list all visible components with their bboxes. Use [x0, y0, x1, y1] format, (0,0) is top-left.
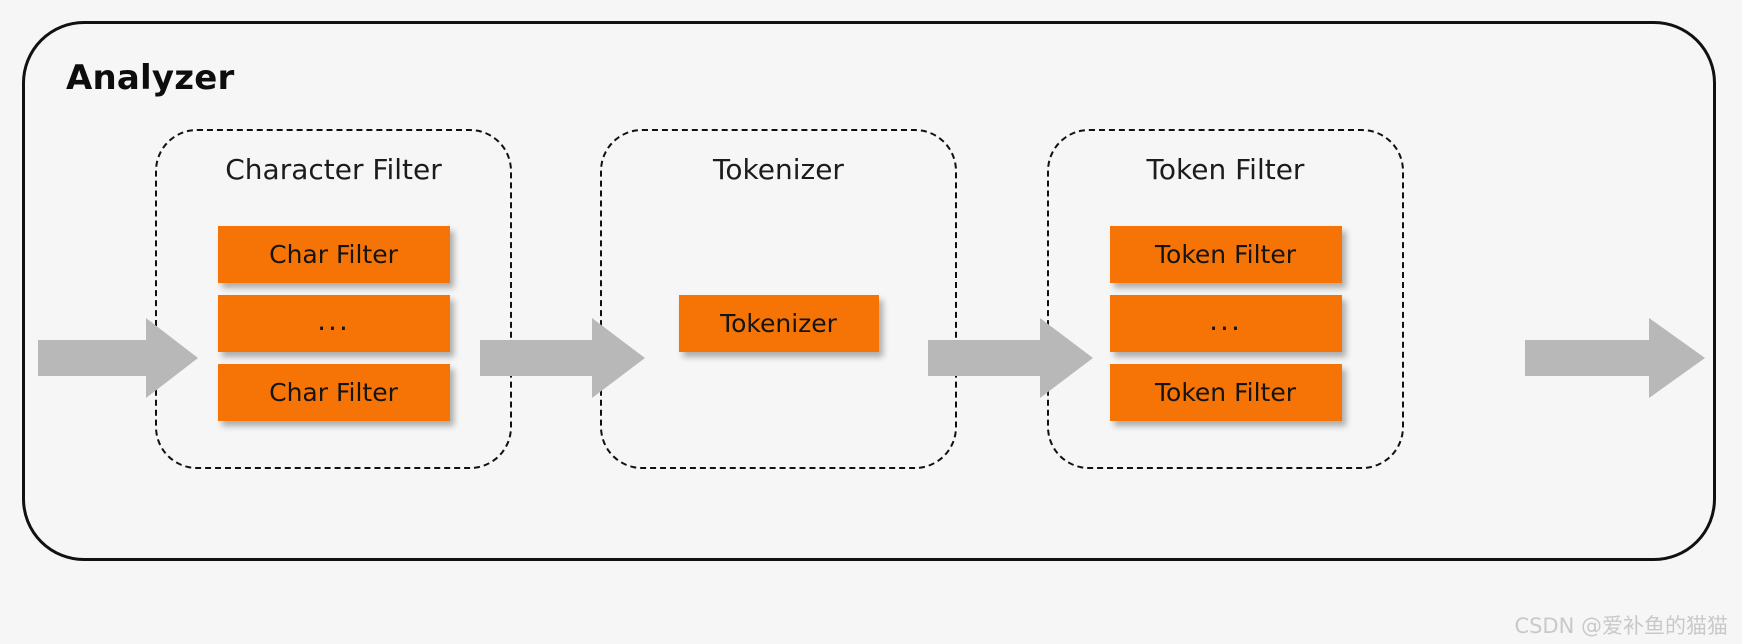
chip-char-filter-1[interactable]: Char Filter — [217, 225, 450, 283]
input-arrow-icon — [38, 318, 198, 398]
analyzer-title: Analyzer — [66, 58, 235, 98]
chip-token-filter-2[interactable]: Token Filter — [1109, 363, 1342, 421]
stage-character-filter-title: Character Filter — [225, 153, 442, 186]
chip-tokenizer-1[interactable]: Tokenizer — [678, 294, 879, 352]
stage-tokenizer: Tokenizer Tokenizer — [600, 129, 957, 469]
char-to-tokenizer-arrow-icon — [480, 318, 645, 398]
tokenizer-to-token-filter-arrow-icon — [928, 318, 1093, 398]
watermark: CSDN @爱补鱼的猫猫 — [1514, 614, 1728, 638]
chip-token-filter-1[interactable]: Token Filter — [1109, 225, 1342, 283]
chip-char-filter-2[interactable]: Char Filter — [217, 363, 450, 421]
stage-token-filter-title: Token Filter — [1146, 153, 1305, 186]
chip-token-filter-ellipsis[interactable]: ... — [1109, 294, 1342, 352]
output-arrow-icon — [1525, 318, 1705, 398]
stage-token-filter: Token Filter Token Filter ... Token Filt… — [1047, 129, 1404, 469]
stage-tokenizer-title: Tokenizer — [713, 153, 844, 186]
stage-token-filter-chips: Token Filter ... Token Filter — [1049, 205, 1402, 441]
stage-character-filter-chips: Char Filter ... Char Filter — [157, 205, 510, 441]
stage-character-filter: Character Filter Char Filter ... Char Fi… — [155, 129, 512, 469]
analyzer-container — [22, 21, 1716, 561]
chip-char-filter-ellipsis[interactable]: ... — [217, 294, 450, 352]
stage-tokenizer-chips: Tokenizer — [602, 205, 955, 441]
